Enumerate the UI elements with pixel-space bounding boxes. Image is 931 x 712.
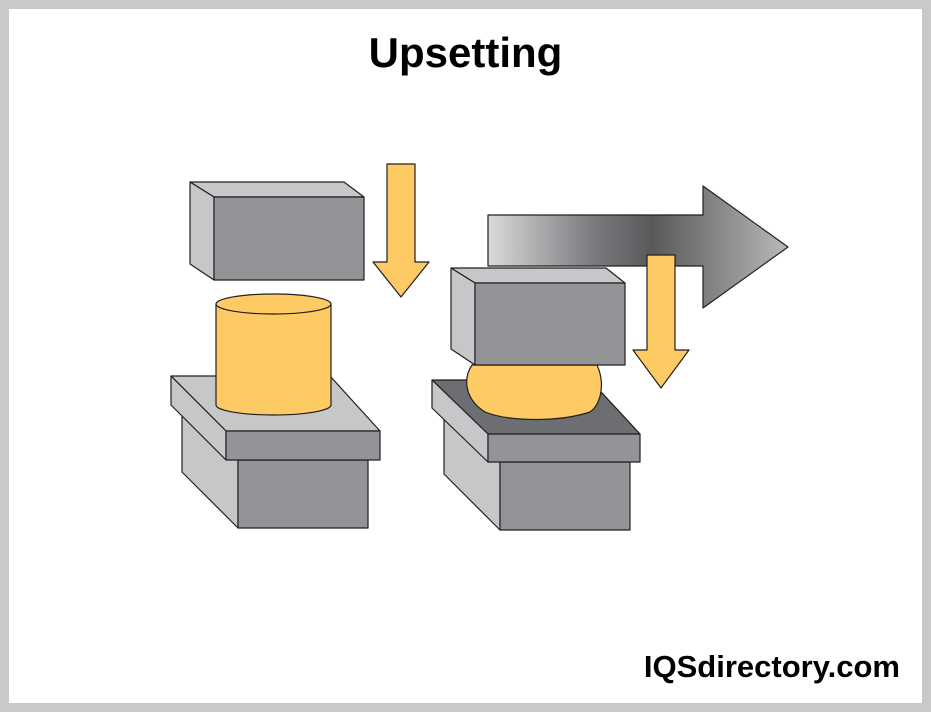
process-arrow-icon [487,185,789,309]
right-upper-die [450,267,626,366]
diagram-title: Upsetting [368,29,563,76]
right-down-arrow-icon [632,254,690,389]
left-down-arrow-icon [372,163,430,298]
left-upper-die [189,181,365,281]
cylinder-workpiece [215,293,332,416]
brand-logo: IQSdirectory.com [643,649,900,684]
upset-workpiece [466,364,602,421]
